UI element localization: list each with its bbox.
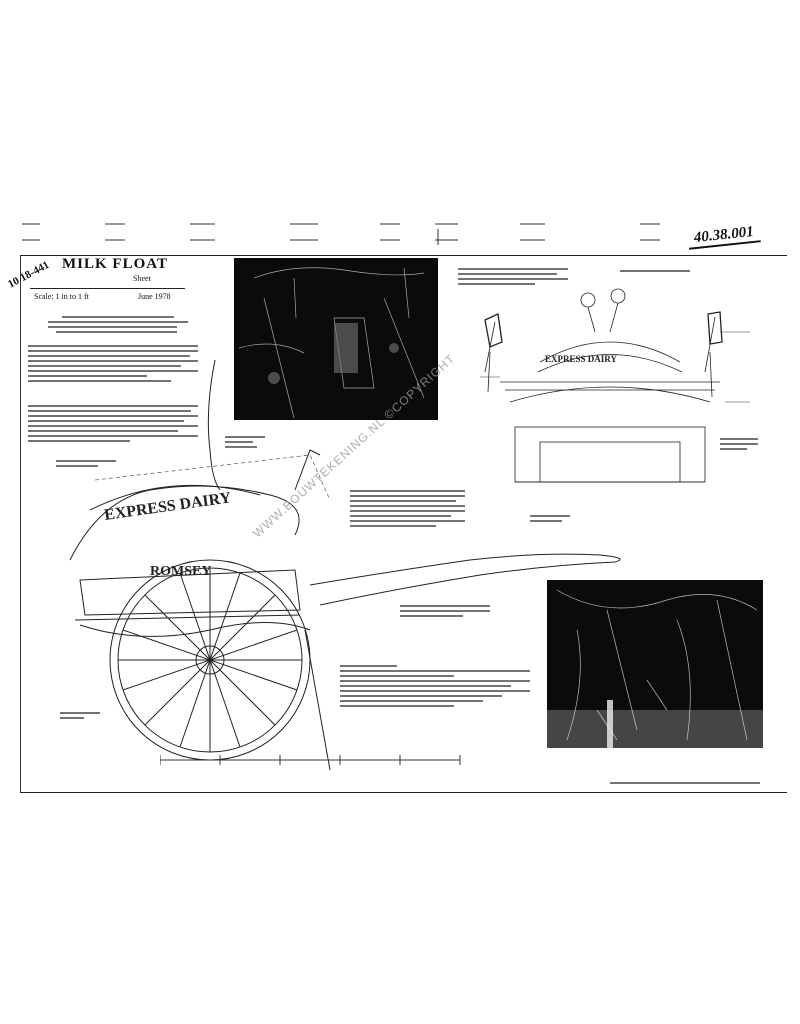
cart-lettering-top: EXPRESS DAIRY (103, 489, 232, 524)
drawing-date: June 1978 (138, 292, 171, 301)
photo-cart-detail (547, 580, 763, 748)
rear-elevation-caption (620, 270, 690, 272)
rear-side-annotation (720, 438, 758, 450)
drawing-title: MILK FLOAT (62, 256, 168, 272)
rear-elevation-drawing: EXPRESS DAIRY (480, 288, 750, 483)
photo-cart-rear (234, 258, 438, 420)
notes-paragraph-1 (28, 345, 198, 382)
shaft-annotation (400, 605, 490, 617)
wheel-annotation (60, 712, 100, 719)
footer-caption (610, 782, 760, 784)
drawing-sheet-frame (20, 255, 787, 793)
registration-marks (22, 223, 660, 245)
drawing-scale: Scale: 1 in to 1 ft (34, 292, 89, 301)
cart-annotation-center (350, 490, 465, 527)
rear-bottom-annotation (530, 515, 570, 522)
materials-notes (340, 665, 530, 707)
cart-lettering-bottom: ROMSEY (150, 564, 211, 579)
rear-annotation (458, 268, 568, 285)
title-rule (30, 288, 185, 289)
notes-paragraph-2 (28, 405, 198, 442)
heading-block (48, 316, 188, 333)
cart-side-elevation: EXPRESS DAIRY ROMSEY (69, 359, 621, 771)
notes-paragraph-3 (56, 460, 116, 467)
scale-bar (160, 755, 461, 765)
sheet-number: Sheet (133, 274, 151, 283)
rear-panel-lettering: EXPRESS DAIRY (545, 354, 617, 364)
canopy-annotation (225, 436, 265, 448)
